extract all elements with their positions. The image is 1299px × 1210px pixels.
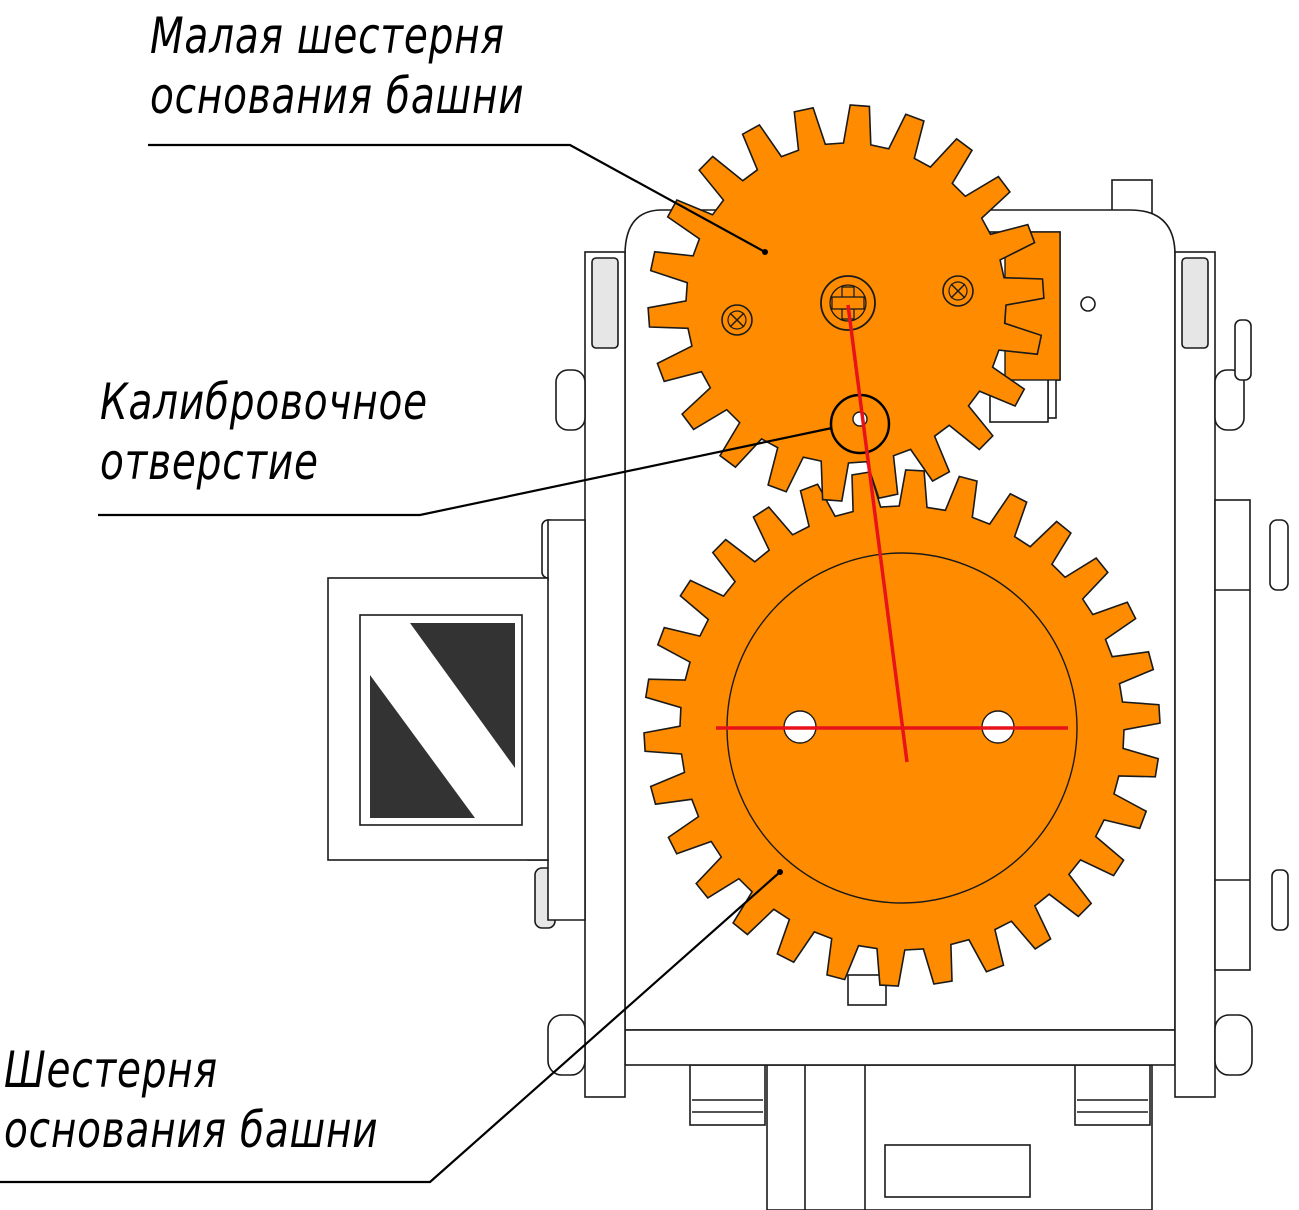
screw-right	[942, 275, 974, 307]
label-small-gear: Малая шестерня основания башни	[150, 6, 524, 126]
leader-big-gear	[0, 871, 781, 1184]
label-calibration-hole: Калибровочное отверстие	[100, 372, 428, 492]
nut-left	[689, 1064, 766, 1126]
bottom-strip	[624, 1029, 1176, 1066]
screw-center	[820, 275, 876, 331]
screw-left	[721, 304, 753, 336]
calibration-line-vertical	[846, 304, 909, 763]
motor-stripe	[804, 1064, 866, 1210]
screw-head-right-3	[1234, 319, 1252, 381]
screw-head-right-5	[1271, 869, 1289, 931]
nut-right	[1074, 1064, 1151, 1126]
calibration-lines	[716, 304, 1068, 763]
side-block-post	[1047, 377, 1057, 419]
left-clip	[591, 257, 619, 349]
screw-head-right-4	[1269, 519, 1289, 591]
right-clip	[1181, 257, 1209, 349]
screw-head-left-2	[547, 1014, 586, 1076]
label-big-gear-line-2: основания башни	[4, 1101, 379, 1159]
label-small-gear-line-1: Малая шестерня	[150, 7, 505, 65]
label-calibration-line-2: отверстие	[100, 433, 319, 491]
marker-triangle-bottom	[370, 675, 475, 818]
screw-head-left-1	[555, 369, 586, 431]
label-small-gear-line-2: основания башни	[150, 67, 525, 125]
right-bracket	[1214, 499, 1251, 971]
label-big-gear: Шестерня основания башни	[4, 1040, 378, 1160]
right-side-plate	[1174, 251, 1216, 1098]
screw-head-right-1	[1214, 369, 1245, 431]
label-calibration-line-1: Калибровочное	[100, 373, 428, 431]
frame-hole	[1080, 296, 1096, 312]
leader-small-gear	[148, 143, 766, 253]
marker-triangle-top	[410, 623, 515, 768]
left-side-plate	[584, 251, 626, 1098]
motor-plate	[884, 1144, 1031, 1198]
leader-calibration-hole	[98, 426, 833, 517]
screw-head-right-2	[1214, 1014, 1253, 1076]
calibration-marker	[359, 614, 523, 826]
label-big-gear-line-1: Шестерня	[4, 1041, 218, 1099]
